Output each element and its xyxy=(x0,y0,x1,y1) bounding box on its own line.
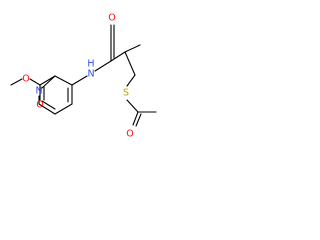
atom-label-O-amide: O xyxy=(108,13,115,24)
atom-label-H-amide: H xyxy=(87,59,94,70)
atom-label-N-amide: N xyxy=(87,69,94,80)
atom-label-O-thioester: O xyxy=(126,129,133,140)
atom-label-O-ester-single: O xyxy=(22,74,29,85)
atom-label-N-pyridine: N xyxy=(35,86,42,97)
atom-labels: O O N H O N S O xyxy=(22,13,133,140)
bond-ring-C4-C5 xyxy=(54,103,73,115)
bond-carbonylC-ring xyxy=(39,75,56,86)
bond-ring-C5-C6 xyxy=(38,103,56,115)
bond-S-carbonylC xyxy=(126,99,139,113)
bond-alphaC-methyl xyxy=(124,44,141,53)
bond-ring-N-C2 xyxy=(41,75,56,89)
bond-CH2-S xyxy=(126,74,136,87)
bond-ring-N-amide xyxy=(71,75,88,86)
chemical-structure-diagram: O O N H O N S O xyxy=(10,13,157,140)
atom-label-O-ester-double: O xyxy=(36,100,43,111)
bond-ring-C5-C6-inner xyxy=(41,100,56,110)
atom-label-S-thioester: S xyxy=(123,88,129,99)
bond-carbonylC-alphaC xyxy=(110,51,126,62)
bond-O-carbonylC xyxy=(29,78,41,86)
bond-carbonylC-O-thio-a xyxy=(132,111,139,126)
bond-alphaC-CH2 xyxy=(124,51,136,76)
bond-ring-C2-C3 xyxy=(54,75,73,86)
bond-methyl-O xyxy=(10,78,23,86)
bond-carbonylC-O-thio-b xyxy=(135,113,142,127)
bond-lines xyxy=(10,24,157,127)
bond-N-carbonylC xyxy=(94,60,112,72)
